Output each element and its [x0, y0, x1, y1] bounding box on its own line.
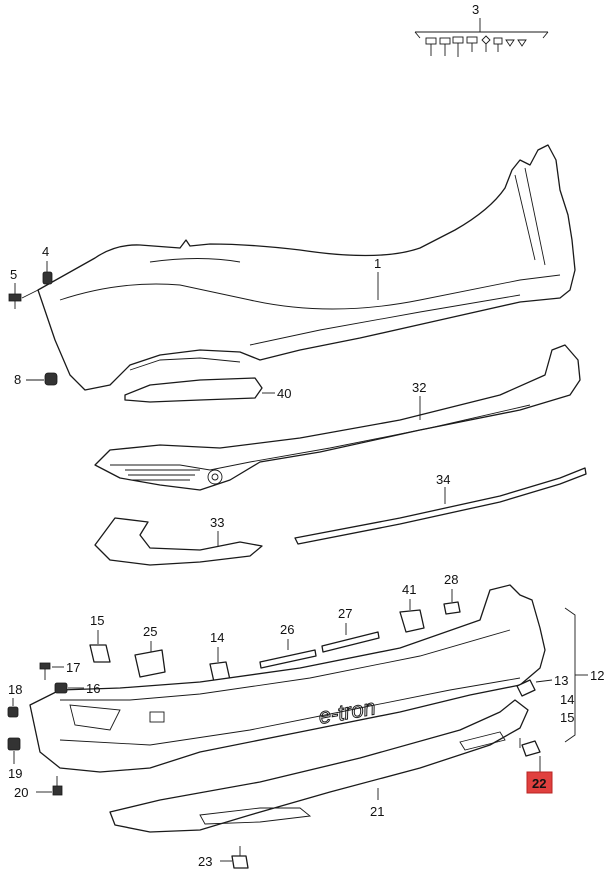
callout-27: 27	[338, 606, 352, 621]
callout-21: 21	[370, 804, 384, 819]
part-40-trim-strip: 40	[124, 377, 291, 403]
callout-15-top: 15	[90, 613, 104, 628]
part-33-side-trim: 33	[94, 515, 263, 566]
callout-33: 33	[210, 515, 224, 530]
part-12-bumper-lower: e-tron 12	[29, 584, 604, 773]
callout-34: 34	[436, 472, 450, 487]
part-3-fastener-kit: 3	[414, 2, 549, 57]
callout-3: 3	[472, 2, 479, 17]
part-1-bumper-cover-upper: 1	[37, 144, 576, 391]
callout-18: 18	[8, 682, 22, 697]
callout-5: 5	[10, 267, 17, 282]
part-32-diffuser: 32	[94, 344, 581, 491]
callout-41: 41	[402, 582, 416, 597]
callout-25: 25	[143, 624, 157, 639]
part-27-sensor-strip: 27	[321, 606, 380, 653]
callout-13: 13	[554, 673, 568, 688]
callout-12: 12	[590, 668, 604, 683]
part-23-clip: 23	[198, 846, 249, 869]
callout-17: 17	[66, 660, 80, 675]
callout-14-top: 14	[210, 630, 224, 645]
part-4-clip: 4	[42, 244, 53, 285]
part-16-clip: 16	[54, 681, 100, 696]
callout-28: 28	[444, 572, 458, 587]
part-20-screw: 20	[14, 776, 63, 800]
part-25-cover: 25	[134, 624, 166, 678]
part-13-trim: 13	[516, 673, 568, 697]
part-8-clip: 8	[14, 372, 58, 387]
part-22-cover-highlighted: 22	[519, 738, 553, 794]
callout-23: 23	[198, 854, 212, 869]
callout-40: 40	[277, 386, 291, 401]
part-19-clip: 19	[7, 737, 22, 781]
part-21-lower-diffuser: 21	[109, 699, 529, 833]
callout-15: 15	[560, 710, 574, 725]
part-5-screw: 5	[8, 267, 39, 309]
part-28-clip: 28	[443, 572, 461, 615]
callout-4: 4	[42, 244, 49, 259]
part-17-screw: 17	[39, 660, 80, 680]
callout-1: 1	[374, 256, 381, 271]
part-18-nut: 18	[7, 682, 22, 718]
callout-19: 19	[8, 766, 22, 781]
part-15-bracket: 15	[89, 613, 111, 663]
callout-22: 22	[532, 776, 546, 791]
part-26-sensor-strip: 26	[259, 622, 317, 669]
callout-20: 20	[14, 785, 28, 800]
callout-8: 8	[14, 372, 21, 387]
callout-14: 14	[560, 692, 574, 707]
part-34-trim-strip-long: 34	[294, 467, 587, 545]
callout-16: 16	[86, 681, 100, 696]
callout-26: 26	[280, 622, 294, 637]
highlight-box-22	[526, 771, 553, 794]
callout-32: 32	[412, 380, 426, 395]
part-14-bracket: 14	[209, 630, 231, 683]
part-41-bracket: 41	[399, 582, 425, 633]
